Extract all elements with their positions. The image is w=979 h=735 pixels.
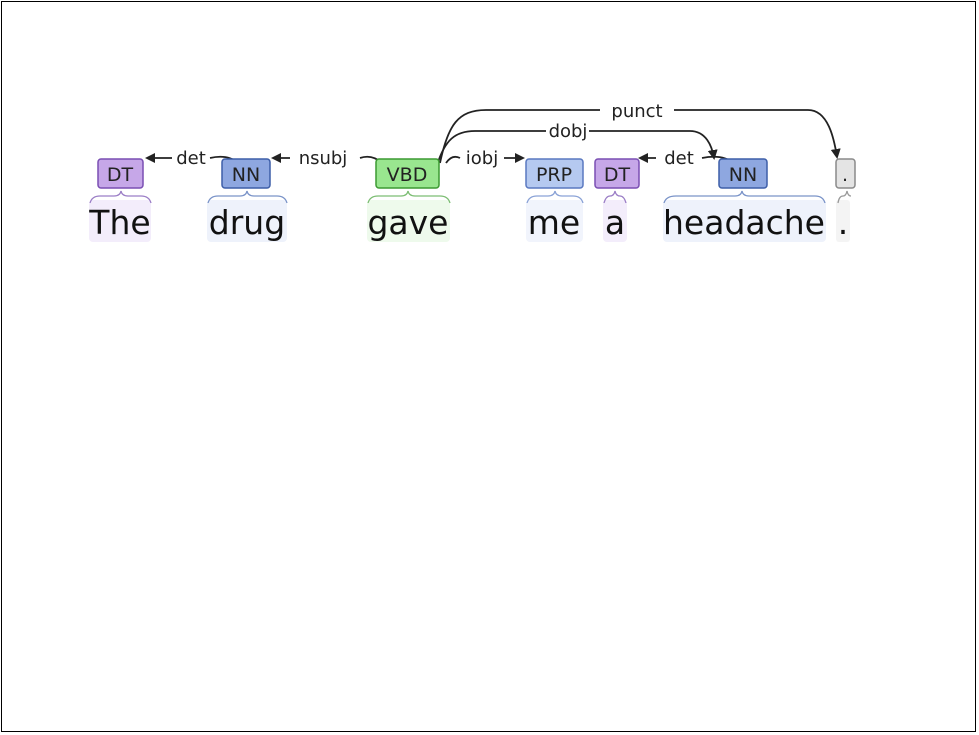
tag-box-vbd [375,158,440,189]
brace-headache [663,190,826,204]
brace-me [526,190,584,204]
relation-label-punct: punct [611,101,662,122]
highlight-headache [663,200,826,242]
word-period: . [838,203,849,242]
word-me: me [528,203,580,242]
word-drug: drug [209,203,285,242]
word-highlights [89,200,850,242]
word-a: a [605,203,625,242]
tag-label-prp: PRP [536,164,572,186]
brace-a [603,190,627,204]
tag-label-nn-1: NN [232,164,260,186]
tag-box-prp [525,158,584,189]
arc-punct [439,109,837,163]
tag-box-dt-1 [97,158,144,189]
brace-period [837,190,852,204]
relation-label-iobj: iobj [466,148,498,169]
relation-label-det-1: det [176,148,206,169]
word-headache: headache [663,203,825,242]
tag-label-punct: . [842,164,848,186]
relation-label-nsubj: nsubj [299,148,348,169]
tag-label-dt-2: DT [604,164,631,186]
tag-box-punct [835,158,856,189]
word-gave: gave [367,203,448,242]
tag-label-nn-2: NN [729,164,757,186]
highlight-me [526,200,583,242]
highlight-gave [367,200,450,242]
brace-drug [207,190,288,204]
brace-gave [367,190,451,204]
highlight-the [89,200,151,242]
word-the: The [88,203,150,242]
arc-dobj [436,130,714,165]
tag-box-nn-1 [221,158,271,189]
relation-label-dobj: dobj [549,121,588,142]
highlight-a [603,200,627,242]
pos-tags: DT NN VBD PRP DT NN . [97,158,856,189]
relation-label-det-2: det [664,148,694,169]
tag-box-nn-2 [718,158,768,189]
arc-iobj [445,157,523,163]
tag-label-vbd: VBD [387,164,428,186]
tag-braces [89,190,852,204]
highlight-period [836,200,850,242]
brace-the [89,190,152,204]
dependency-arcs [147,109,837,165]
relation-labels: det nsubj iobj det dobj punct [176,101,694,169]
highlight-drug [207,200,287,242]
tag-box-dt-2 [594,158,640,189]
sentence-words: The drug gave me a headache . [88,203,848,242]
tag-label-dt-1: DT [107,164,134,186]
